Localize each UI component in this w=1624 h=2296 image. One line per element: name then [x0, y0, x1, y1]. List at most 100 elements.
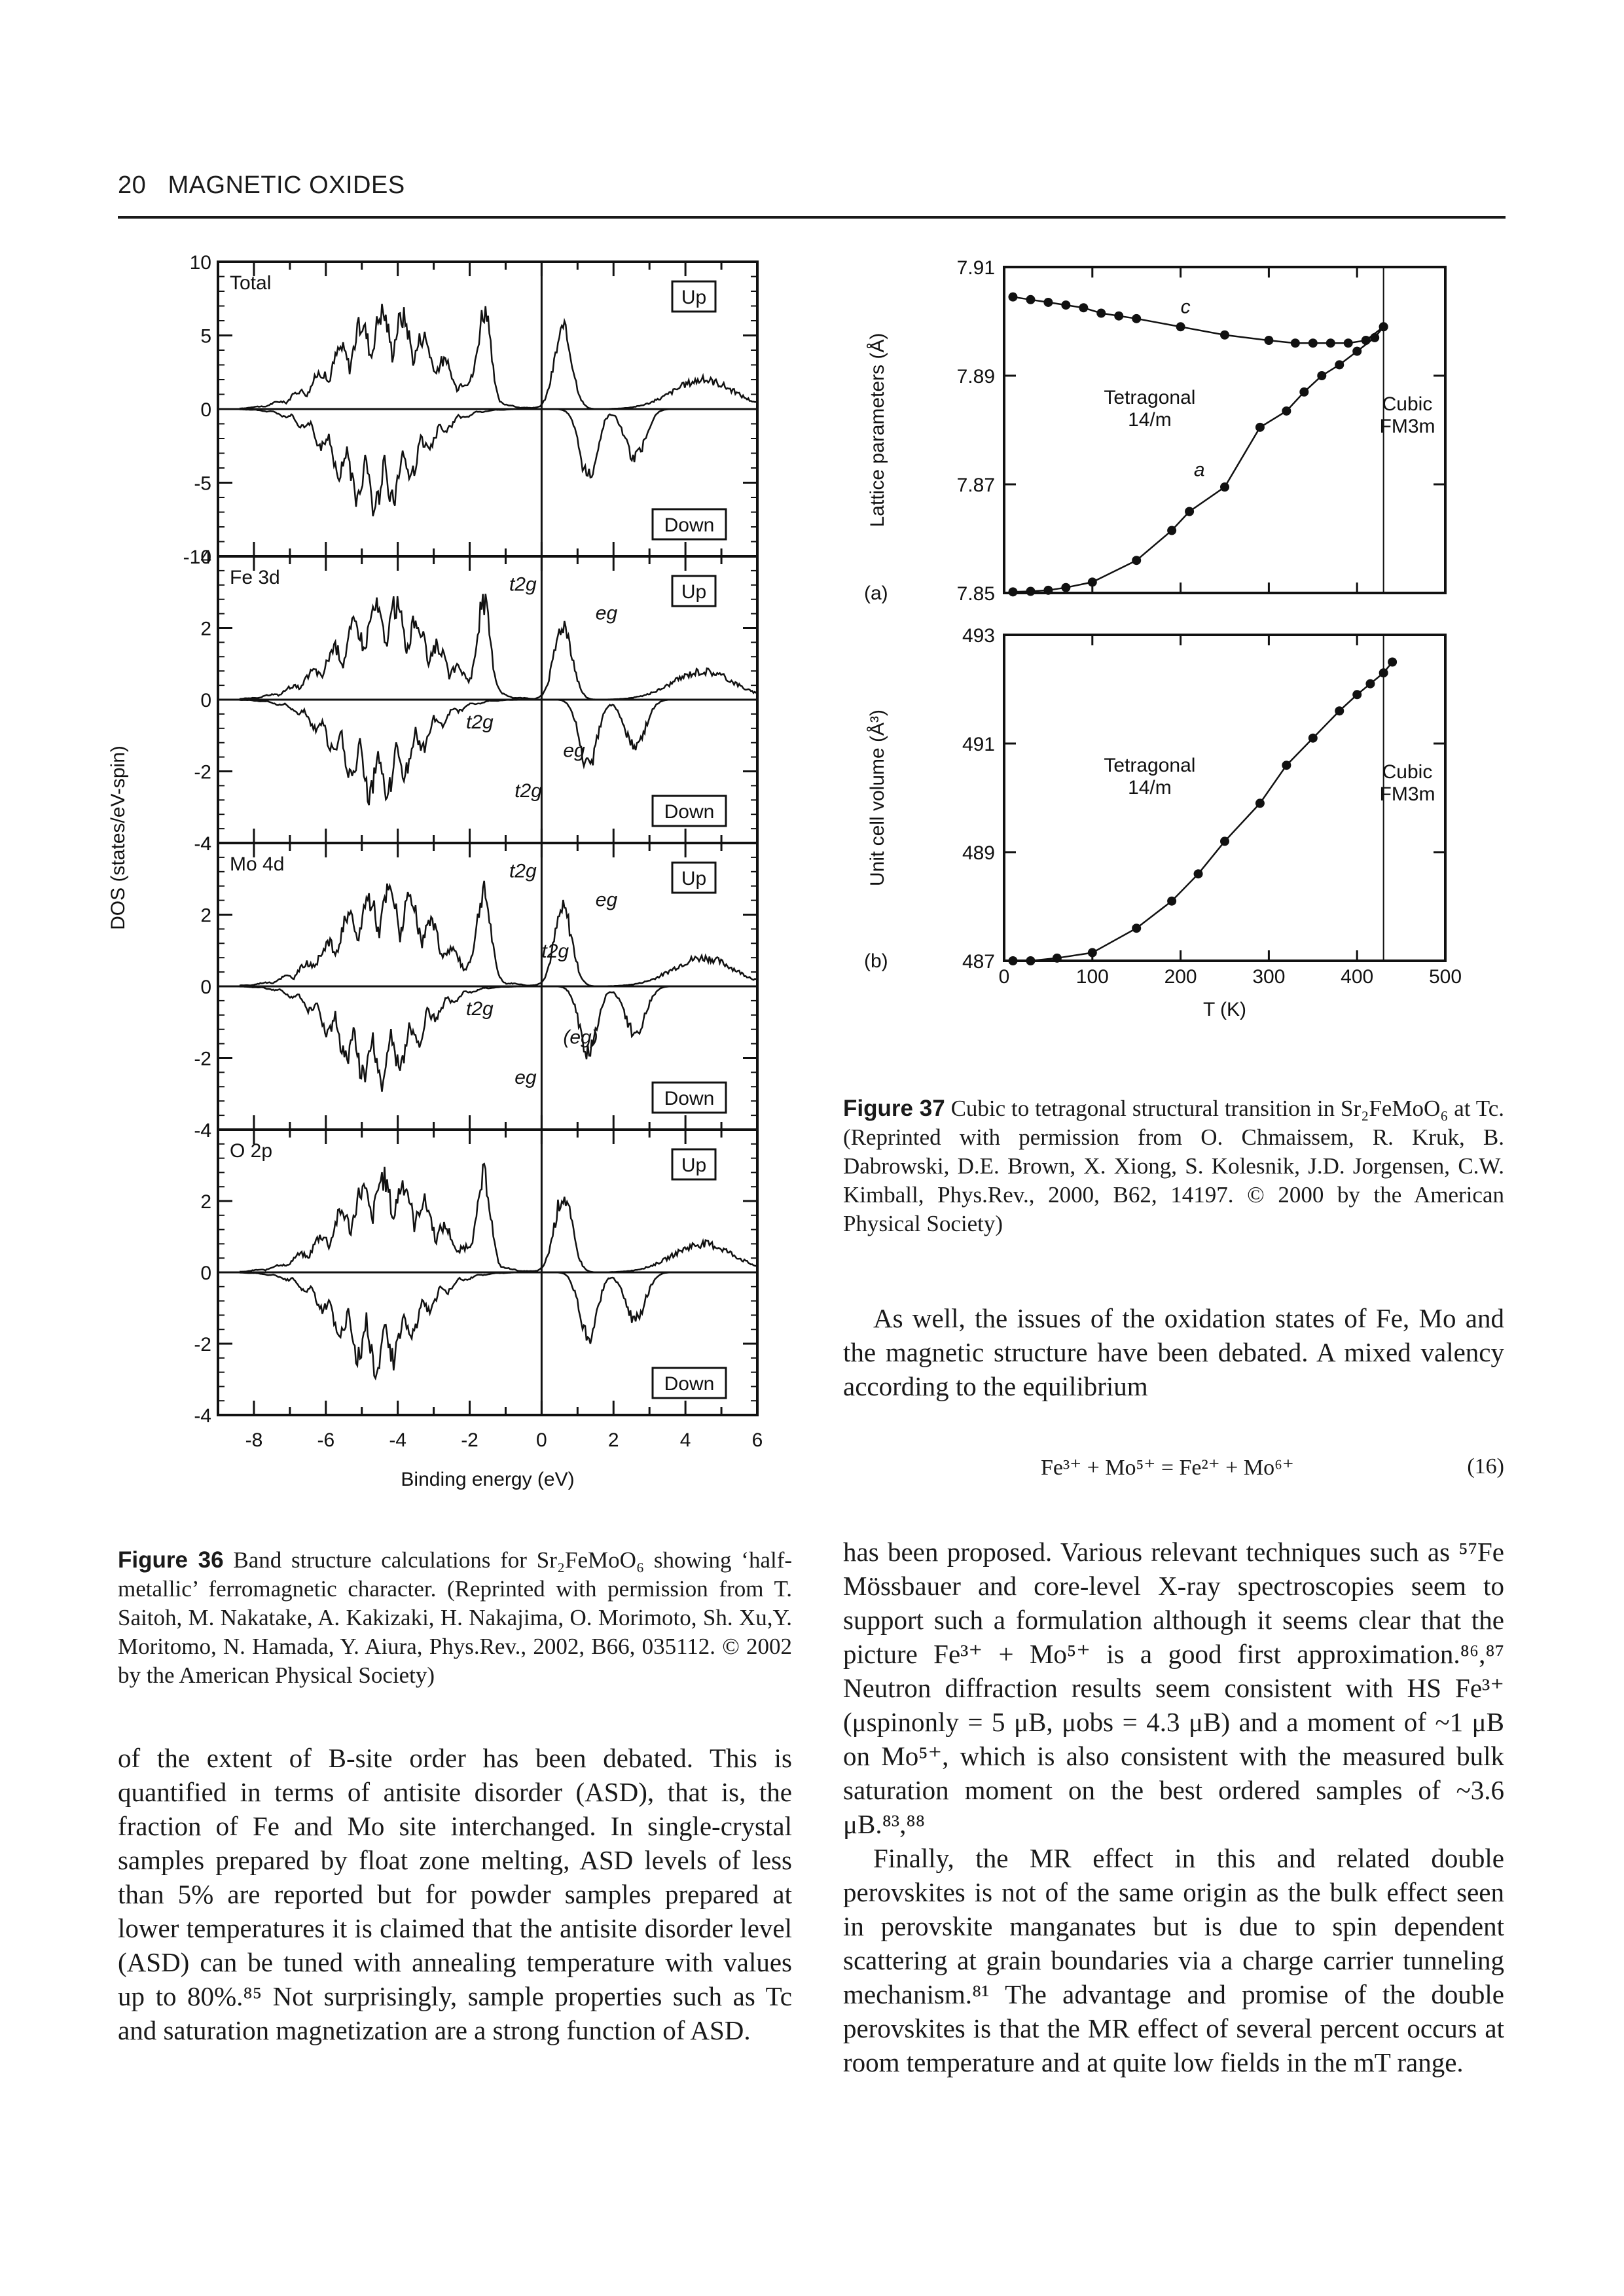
data-point	[1299, 387, 1309, 397]
series-label: a	[1194, 459, 1205, 481]
y-tick-label: 0	[200, 399, 211, 421]
band-annotation: eg	[514, 1067, 537, 1088]
data-point	[1132, 314, 1142, 323]
x-tick-label: 2	[608, 1429, 619, 1451]
y-axis-label: DOS (states/eV-spin)	[107, 745, 129, 930]
y-tick-label: -10	[183, 547, 211, 568]
dos-curve-up	[239, 880, 758, 988]
data-point	[1167, 896, 1177, 906]
data-point	[1008, 956, 1018, 965]
data-point	[1167, 526, 1177, 535]
data-point	[1255, 798, 1265, 808]
spin-up-label: Up	[681, 287, 706, 308]
equation-body: Fe³⁺ + Mo⁵⁺ = Fe²⁺ + Mo⁶⁺	[1041, 1456, 1294, 1480]
right-column-text-1: As well, the issues of the oxidation sta…	[843, 1301, 1504, 1403]
x-tick-label: 100	[1076, 966, 1109, 988]
spin-up-box	[671, 1148, 717, 1181]
band-annotation: t2g	[509, 574, 537, 596]
data-point	[1264, 336, 1274, 346]
spin-down-label: Down	[664, 1373, 715, 1395]
data-point	[1352, 690, 1362, 700]
spin-down-box	[651, 1081, 727, 1114]
y-tick-label: 0	[200, 690, 211, 711]
panel-label: (b)	[864, 950, 888, 972]
data-point	[1185, 507, 1195, 516]
x-tick-label: 6	[752, 1429, 763, 1451]
y-tick-label: 7.87	[957, 475, 995, 496]
figure-36-caption-text: Band structure calculations for Sr₂FeMoO…	[118, 1547, 793, 1688]
dos-curve-down	[239, 698, 757, 806]
structure-panel-0: 7.917.897.877.85Tetragonal14/mCubicFM3mc…	[864, 257, 1447, 605]
data-point	[1379, 668, 1388, 678]
data-point	[1308, 733, 1318, 743]
figure-37-caption-text: Cubic to tetragonal structural transitio…	[843, 1096, 1504, 1236]
y-tick-label: 487	[962, 951, 995, 973]
band-annotation: t2g	[466, 711, 494, 733]
data-point	[1087, 577, 1097, 587]
data-point	[1026, 586, 1036, 596]
panel-name: O 2p	[230, 1140, 272, 1162]
y-tick-label: 2	[200, 905, 211, 927]
dos-curve-down	[240, 408, 757, 516]
spin-up-label: Up	[681, 1155, 706, 1176]
x-tick-label: 0	[999, 966, 1010, 988]
region-label: 14/m	[1128, 777, 1172, 798]
data-point	[1114, 311, 1124, 321]
y-tick-label: 5	[200, 326, 211, 348]
band-annotation: eg	[596, 889, 618, 910]
region-label: 14/m	[1128, 409, 1172, 431]
x-axis-label: T (K)	[1203, 999, 1246, 1020]
data-point	[1335, 360, 1344, 370]
spin-down-label: Down	[664, 514, 715, 536]
y-tick-label: 493	[962, 625, 995, 647]
y-tick-label: 7.85	[957, 583, 995, 605]
x-tick-label: -8	[245, 1429, 263, 1451]
y-tick-label: 2	[200, 619, 211, 640]
y-tick-label: 4	[200, 547, 211, 568]
equation-16: Fe³⁺ + Mo⁵⁺ = Fe²⁺ + Mo⁶⁺ (16)	[1041, 1454, 1504, 1480]
y-tick-label: 0	[200, 977, 211, 998]
y-tick-label: 491	[962, 734, 995, 755]
dos-curve-down	[239, 1271, 757, 1381]
dos-curve-up	[239, 1162, 758, 1274]
y-tick-label: 4	[200, 1120, 211, 1141]
series-label: c	[1181, 296, 1191, 318]
left-paragraph: of the extent of B-site order has been d…	[118, 1743, 792, 2045]
region-label: Tetragonal	[1104, 387, 1195, 408]
right-column-text-2: has been proposed. Various relevant tech…	[843, 1535, 1504, 2079]
y-axis-label: Lattice parameters (Å)	[867, 333, 888, 528]
panel-frame	[1003, 634, 1447, 962]
y-tick-label: -4	[194, 833, 211, 855]
dos-curve-up	[239, 594, 758, 701]
fit-curve	[1013, 661, 1394, 962]
panel-label: (a)	[864, 583, 888, 604]
data-point	[1308, 338, 1318, 348]
y-tick-label: 0	[200, 1263, 211, 1284]
spin-down-box	[651, 1367, 727, 1399]
y-tick-label: -5	[194, 473, 211, 495]
region-label: FM3m	[1380, 416, 1435, 437]
panel-name: Fe 3d	[230, 567, 280, 588]
y-tick-label: 10	[190, 252, 211, 274]
data-point	[1132, 924, 1142, 933]
figure-37-caption: Figure 37 Cubic to tetragonal structural…	[843, 1094, 1504, 1238]
data-point	[1352, 346, 1362, 356]
data-point	[1079, 303, 1089, 313]
data-point	[1220, 482, 1229, 492]
region-label: Tetragonal	[1104, 755, 1195, 776]
page-number: 20	[118, 171, 147, 199]
y-tick-label: -2	[194, 1049, 211, 1070]
x-tick-label: -4	[389, 1429, 406, 1451]
region-label: Cubic	[1382, 761, 1433, 783]
data-point	[1379, 322, 1388, 332]
data-point	[1193, 869, 1203, 879]
panel-frame	[1003, 266, 1447, 594]
spin-down-box	[651, 508, 727, 541]
figure-37-lattice-plot: 7.917.897.877.85Tetragonal14/mCubicFM3mc…	[864, 257, 1462, 1020]
spin-up-box	[671, 861, 717, 894]
y-tick-label: 7.89	[957, 366, 995, 387]
